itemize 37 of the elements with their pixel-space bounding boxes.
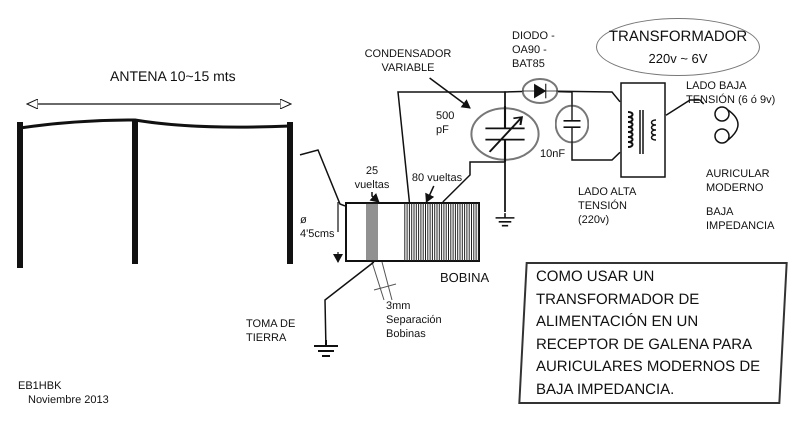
note-box: COMO USAR UN TRANSFORMADOR DE ALIMENTACIÓN EN UN RECEPTOR DE GALENA PARA AURICULARES MODERNOS DE BAJA IMPEDANCIA. [518,262,788,404]
wire [300,149,346,207]
callout-label: 80 vueltas [404,172,470,186]
note-text: Noviembre 2013 [28,394,110,408]
transformer-drawing [620,82,666,178]
diode-symbol [522,78,558,104]
component-label: LADO ALTA TENSIÓN (220v) [578,186,638,228]
capacitor-symbol [555,104,589,144]
wire [442,161,506,212]
wire [397,91,506,202]
variable-capacitor-symbol [470,106,540,162]
component-label: BAJA IMPEDANCIA [706,206,776,234]
wire [558,90,621,102]
ground-symbol [312,340,340,360]
wire [504,90,522,106]
leader-arrow [370,192,380,203]
callout-label: CONDENSADOR VARIABLE [362,46,454,78]
component-label: AURICULAR MODERNO [706,168,771,196]
wire [324,261,374,340]
component-label: DIODO - OA90 - BAT85 [512,30,556,72]
wire [666,99,704,116]
component-label: TOMA DE TIERRA [246,318,296,346]
callout-label: 25 vueltas [354,166,390,192]
note-text: LADO BAJA TENSIÓN (6 ó 9v) [686,80,776,108]
note-text: ø 4'5cms [300,214,336,242]
leader-arrow [429,77,471,109]
dimension-label: ANTENA 10~15 mts [110,68,237,86]
coil-drawing [345,202,480,262]
component-label: 10nF [540,148,566,162]
component-label: 500 pF [436,110,456,138]
wire [571,144,621,161]
title-ellipse: TRANSFORMADOR 220v ~ 6V [596,18,760,76]
note-text: EB1HBK [18,380,62,394]
component-label: BOBINA [440,270,490,286]
leader-arrow [425,186,434,203]
wire [558,90,573,104]
note-text: 3mm Separación Bobinas [386,300,443,342]
